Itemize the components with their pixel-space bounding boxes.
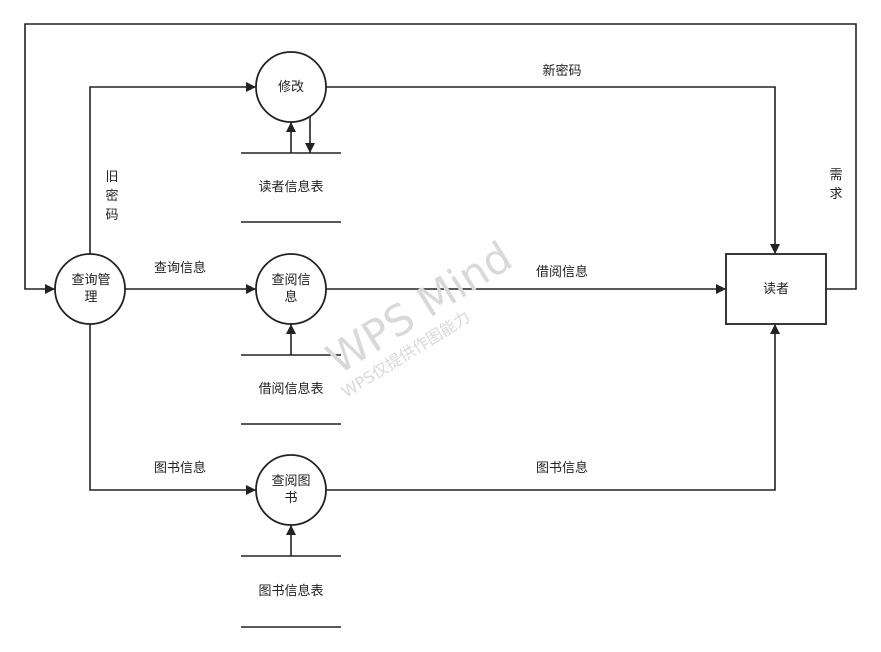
flow-new-password-line	[326, 86, 780, 254]
flow-book-info-right-line	[326, 324, 780, 491]
store-reader-label: 读者信息表	[258, 180, 324, 195]
process-modify-label: 修改	[277, 79, 304, 95]
flow-new-password-label: 新密码	[542, 64, 582, 79]
entity-reader-box[interactable]	[725, 253, 827, 325]
process-modify-circle[interactable]	[255, 51, 327, 123]
store-book-label: 图书信息表	[258, 584, 324, 599]
process-query-manage-label: 查询管理	[71, 273, 111, 305]
flow-demand-line	[24, 23, 857, 294]
process-view-borrow-circle[interactable]	[255, 253, 327, 325]
flow-book-info-left-line	[89, 324, 256, 495]
flow-query-info-label: 查询信息	[153, 261, 206, 276]
flow-old-password-line	[89, 82, 256, 255]
flow-old-password-label: 旧密码	[105, 170, 119, 223]
flow-book-info-right-label: 图书信息	[535, 461, 588, 476]
flow-book-info-left-label: 图书信息	[153, 461, 206, 476]
entity-reader-label: 读者	[762, 281, 789, 297]
process-view-borrow-label: 查阅信息	[271, 273, 311, 305]
flow-borrow-info-label: 借阅信息	[535, 265, 588, 280]
store-borrow-label: 借阅信息表	[258, 382, 324, 397]
flow-demand-label: 需求	[829, 168, 843, 202]
process-view-book-circle[interactable]	[255, 454, 327, 526]
process-query-manage-circle[interactable]	[54, 253, 126, 325]
process-view-book-label: 查阅图书	[271, 474, 311, 506]
